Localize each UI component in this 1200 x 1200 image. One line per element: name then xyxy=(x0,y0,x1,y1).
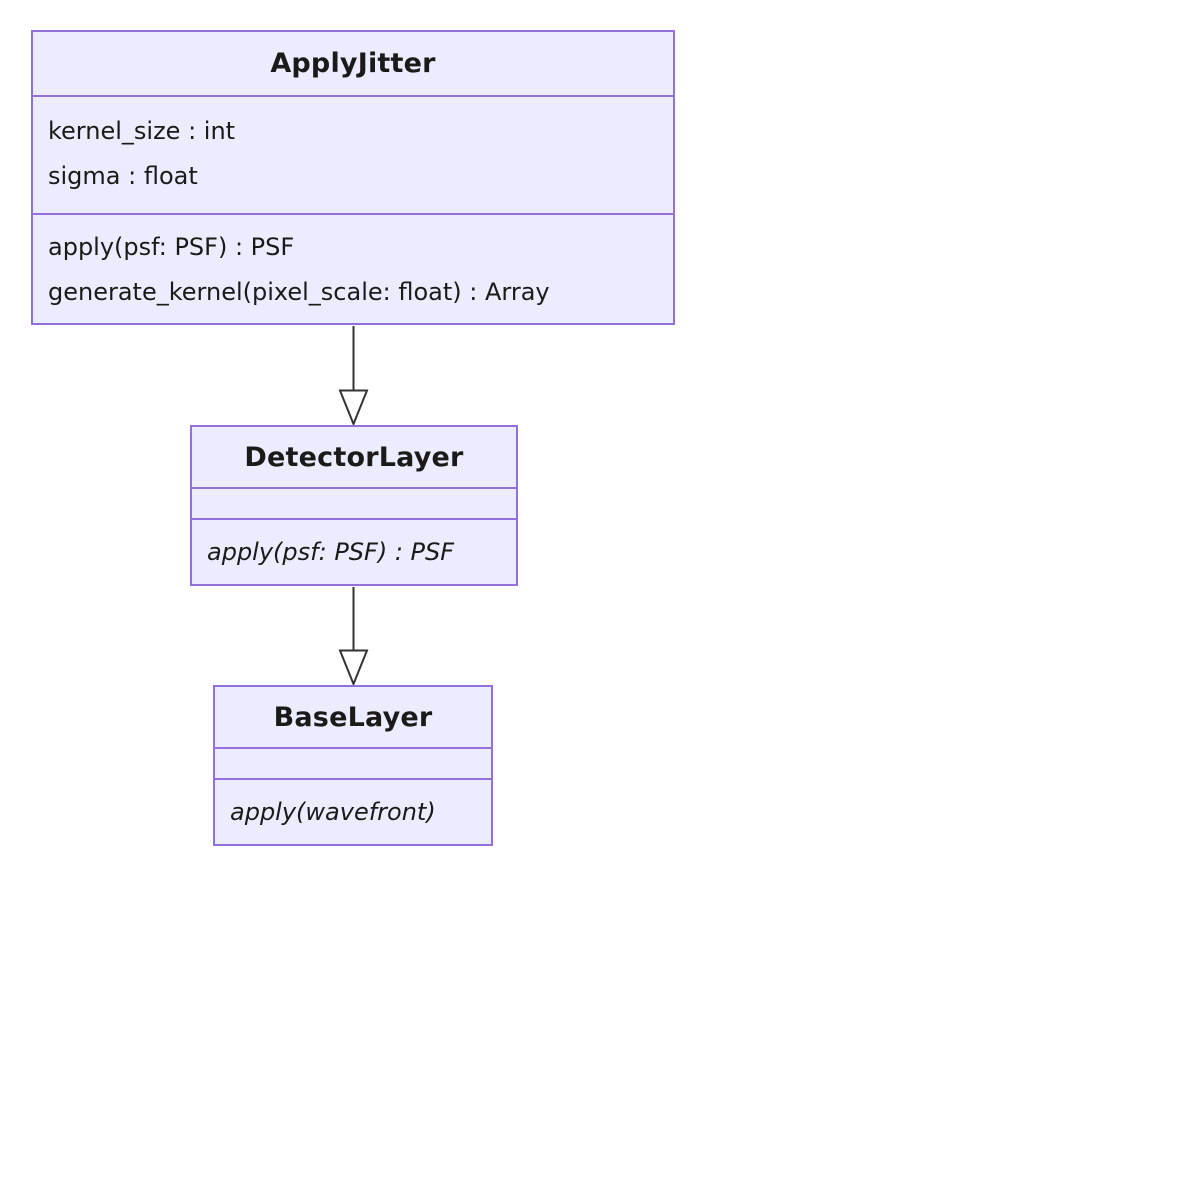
abstract-method-apply-wavefront: apply(wavefront) xyxy=(230,797,436,826)
class-title-detectorlayer: DetectorLayer xyxy=(192,427,516,489)
attribute-kernel-size: kernel_size : int xyxy=(48,117,236,145)
class-box-baselayer: BaseLayer apply(wavefront) xyxy=(213,685,493,846)
class-box-applyjitter: ApplyJitter kernel_size : int sigma : fl… xyxy=(31,30,675,325)
hollow-triangle-arrowhead-icon xyxy=(338,649,369,687)
method-generate-kernel: generate_kernel(pixel_scale: float) : Ar… xyxy=(48,278,550,306)
abstract-method-apply: apply(psf: PSF) : PSF xyxy=(207,537,455,566)
methods-section: apply(psf: PSF) : PSF generate_kernel(pi… xyxy=(33,215,673,323)
inheritance-arrow-detectorlayer-to-baselayer xyxy=(338,587,369,687)
attributes-section-empty xyxy=(215,749,491,780)
attributes-section-empty xyxy=(192,489,516,520)
attribute-sigma: sigma : float xyxy=(48,162,198,190)
inheritance-arrow-applyjitter-to-detectorlayer xyxy=(338,326,369,427)
class-title-baselayer: BaseLayer xyxy=(215,687,491,749)
class-title-applyjitter: ApplyJitter xyxy=(33,32,673,97)
method-apply: apply(psf: PSF) : PSF xyxy=(48,233,295,261)
methods-section: apply(wavefront) xyxy=(215,780,491,844)
attributes-section: kernel_size : int sigma : float xyxy=(33,97,673,215)
methods-section: apply(psf: PSF) : PSF xyxy=(192,520,516,584)
class-box-detectorlayer: DetectorLayer apply(psf: PSF) : PSF xyxy=(190,425,518,586)
hollow-triangle-arrowhead-icon xyxy=(338,389,369,427)
